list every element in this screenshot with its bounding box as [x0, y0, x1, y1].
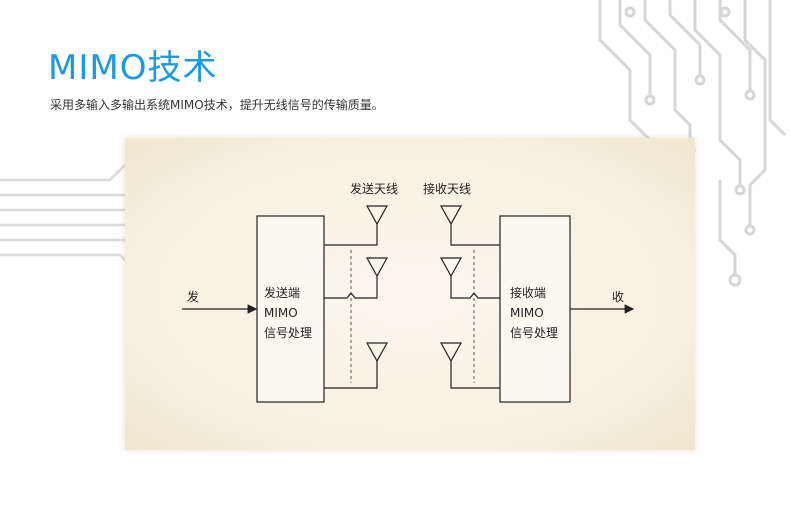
- rx-mimo-block: [499, 215, 571, 403]
- rx-antenna-label: 接收天线: [423, 181, 471, 196]
- rx-block-line-1: 接收端: [510, 285, 546, 300]
- page-subtitle: 采用多输入多输出系统MIMO技术，提升无线信号的传输质量。: [50, 98, 384, 112]
- tx-block-line-3: 信号处理: [264, 326, 312, 340]
- output-label: 收: [612, 290, 624, 304]
- rx-antenna-1: [439, 205, 463, 226]
- tx-antenna-3: [365, 342, 389, 363]
- diagram-panel: [125, 138, 695, 450]
- tx-antennas: [365, 205, 389, 363]
- tx-antenna-2: [365, 257, 389, 278]
- rx-block-line-2: MIMO: [510, 306, 544, 320]
- tx-mimo-block: [256, 215, 325, 403]
- tx-antenna-1: [365, 205, 389, 226]
- tx-feed-lines: [324, 224, 378, 389]
- rx-antenna-2: [439, 257, 463, 278]
- tx-block-line-1: 发送端: [264, 285, 300, 300]
- input-label: 发: [187, 289, 199, 304]
- rx-feed-lines: [450, 224, 500, 389]
- rx-antennas: [439, 205, 463, 363]
- rx-block-line-3: 信号处理: [510, 326, 558, 340]
- rx-antenna-3: [439, 342, 463, 363]
- tx-block-line-2: MIMO: [264, 306, 298, 320]
- tx-antenna-label: 发送天线: [350, 181, 398, 196]
- page-title: MIMO技术: [48, 48, 218, 88]
